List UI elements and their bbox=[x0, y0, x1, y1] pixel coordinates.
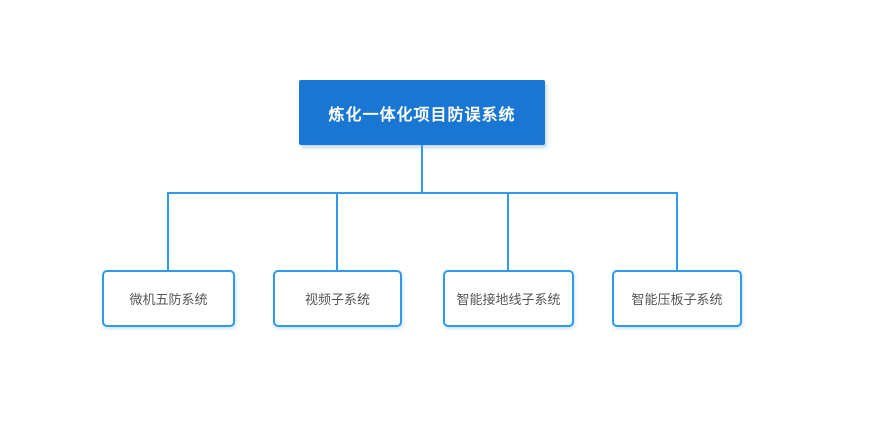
root-node-label: 炼化一体化项目防误系统 bbox=[328, 106, 516, 124]
connector-drop-4 bbox=[676, 192, 678, 270]
child-node-label: 微机五防系统 bbox=[129, 292, 208, 307]
child-node-label: 智能压板子系统 bbox=[631, 292, 723, 307]
child-node-label: 智能接地线子系统 bbox=[456, 292, 561, 307]
child-node-grounding[interactable]: 智能接地线子系统 bbox=[443, 270, 574, 327]
root-node[interactable]: 炼化一体化项目防误系统 bbox=[299, 80, 545, 145]
connector-drop-3 bbox=[507, 192, 509, 270]
connector-horizontal-rail bbox=[168, 192, 678, 194]
connector-drop-1 bbox=[167, 192, 169, 270]
child-node-wjwf[interactable]: 微机五防系统 bbox=[102, 270, 235, 327]
connector-root-drop bbox=[421, 145, 423, 193]
connector-drop-2 bbox=[336, 192, 338, 270]
child-node-label: 视频子系统 bbox=[304, 292, 370, 307]
child-node-video[interactable]: 视频子系统 bbox=[273, 270, 402, 327]
child-node-pressplate[interactable]: 智能压板子系统 bbox=[612, 270, 742, 327]
